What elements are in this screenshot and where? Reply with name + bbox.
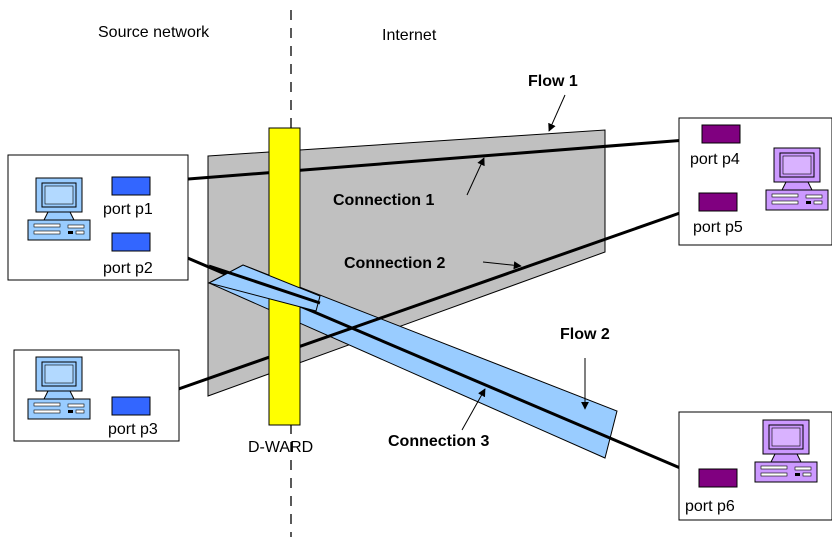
dward-device (268, 127, 301, 426)
port-p5-icon (698, 192, 738, 212)
port-p6-icon (698, 468, 738, 488)
port-p2-icon (111, 232, 151, 252)
connection-1-label: Connection 1 (333, 192, 434, 209)
source-network-label: Source network (98, 24, 210, 41)
port-p4-icon (701, 124, 741, 144)
destination-host-2: port p6 (678, 411, 832, 521)
computer-icon (754, 419, 818, 483)
port-p2-label: port p2 (103, 260, 153, 277)
flow-1-arrow (548, 94, 566, 132)
port-p3-icon (111, 396, 151, 416)
source-host-2: port p3 (13, 349, 180, 442)
port-p4-label: port p4 (690, 151, 740, 168)
connection-3-arrow (461, 388, 486, 431)
flow-1-label: Flow 1 (528, 73, 578, 90)
port-p3-label: port p3 (108, 421, 158, 438)
connection-1-line (149, 137, 700, 184)
port-p1-label: port p1 (103, 201, 153, 218)
connection-2-arrow (482, 261, 522, 270)
computer-icon (765, 147, 829, 211)
internet-label: Internet (382, 27, 437, 44)
flow-1-band (207, 129, 606, 397)
dward-label: D-WARD (248, 439, 313, 456)
port-p1-icon (111, 176, 151, 196)
connection-3-label: Connection 3 (388, 433, 489, 450)
connection-2-label: Connection 2 (344, 255, 445, 272)
flow-2-label: Flow 2 (560, 326, 610, 343)
destination-host-1: port p4 port p5 (678, 117, 832, 246)
computer-icon (27, 177, 91, 241)
computer-icon (27, 356, 91, 420)
port-p6-label: port p6 (685, 498, 735, 515)
host-box (7, 154, 189, 281)
source-host-1: port p1 port p2 (7, 154, 189, 281)
connection-2-line (149, 205, 698, 401)
connection-3-line-front (208, 264, 321, 305)
port-p5-label: port p5 (693, 219, 743, 236)
connection-1-arrow (466, 157, 485, 196)
